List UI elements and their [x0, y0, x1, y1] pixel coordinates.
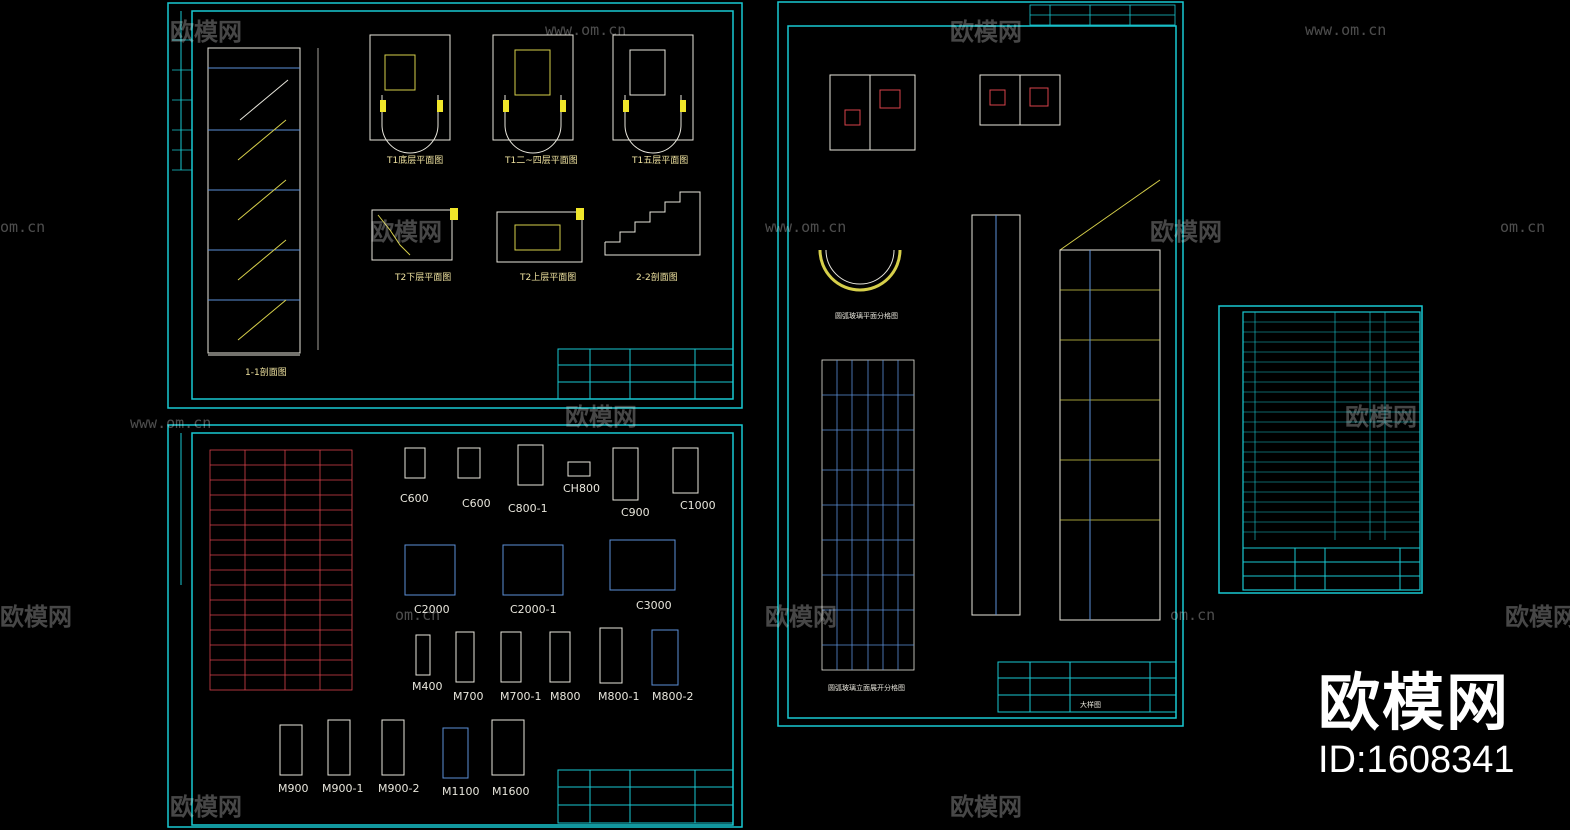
watermark-9: 欧模网 [170, 793, 242, 821]
window-elevations [404, 444, 699, 596]
door-label-6: M800-2 [652, 690, 693, 703]
wall-sections [971, 179, 1161, 621]
watermark-8: 欧模网 [765, 603, 837, 631]
arc-glass-plan [818, 249, 902, 292]
stair-plan-t1 [369, 34, 694, 154]
plan-title-6: 2-2剖面图 [636, 271, 678, 283]
title-block-2 [557, 769, 734, 824]
door-label-1: M400 [412, 680, 443, 693]
sheet-details: 圆弧玻璃平面分格图 圆弧玻璃立面展开分格图 [777, 1, 1184, 727]
sheet-index [1218, 305, 1423, 594]
glass-elevation-title: 圆弧玻璃立面展开分格图 [828, 683, 905, 692]
watermarks: 欧模网 欧模网 欧模网 欧模网 欧模网 欧模网 欧模网 欧模网 欧模网 欧模网 … [0, 18, 1570, 821]
watermark-url-1: www.om.cn [545, 21, 626, 39]
plan-title-2: T1二~四层平面图 [504, 155, 578, 166]
watermark-2: 欧模网 [950, 18, 1022, 46]
brand-overlay: 欧模网 ID:1608341 [1318, 668, 1538, 782]
door-label-8: M900-1 [322, 782, 363, 795]
door-elevations [279, 627, 679, 779]
window-label-3: C800-1 [508, 502, 548, 515]
window-label-4: CH800 [563, 482, 600, 495]
watermark-1: 欧模网 [170, 18, 242, 46]
title-block-3 [997, 661, 1177, 713]
section-1-1-title: 1-1剖面图 [245, 366, 287, 378]
watermark-url-3: om.cn [0, 218, 45, 236]
sheet-doors-windows: C600 C600 C800-1 CH800 C900 C1000 C2000 … [167, 424, 743, 828]
window-label-7: C2000 [414, 603, 450, 616]
door-label-4: M800 [550, 690, 581, 703]
detail-label: 大样图 [1080, 700, 1101, 709]
watermark-url-2: www.om.cn [1305, 21, 1386, 39]
bathroom-plans [829, 74, 1061, 151]
watermark-3: 欧模网 [370, 218, 442, 246]
door-label-5: M800-1 [598, 690, 639, 703]
window-label-9: C3000 [636, 599, 672, 612]
watermark-url-7: om.cn [395, 606, 440, 624]
door-label-7: M900 [278, 782, 309, 795]
door-label-3: M700-1 [500, 690, 541, 703]
window-label-5: C900 [621, 506, 650, 519]
stair-section-1-1: 1-1剖面图 [207, 47, 319, 378]
watermark-url-8: om.cn [1170, 606, 1215, 624]
watermark-5: 欧模网 [565, 403, 637, 431]
glass-elevation-grid [821, 359, 915, 671]
plan-title-5: T2上层平面图 [519, 272, 576, 283]
watermark-11: 欧模网 [1505, 603, 1570, 631]
arc-plan-title: 圆弧玻璃平面分格图 [835, 311, 898, 320]
door-label-11: M1600 [492, 785, 530, 798]
plan-title-4: T2下层平面图 [394, 272, 451, 283]
door-label-9: M900-2 [378, 782, 419, 795]
watermark-7: 欧模网 [0, 603, 72, 631]
door-label-10: M1100 [442, 785, 480, 798]
plan-title-3: T1五层平面图 [631, 155, 688, 166]
title-block-1 [557, 348, 734, 400]
plan-title-1: T1底层平面图 [386, 154, 443, 166]
brand-name: 欧模网 [1318, 666, 1511, 739]
window-label-8: C2000-1 [510, 603, 557, 616]
watermark-url-6: www.om.cn [130, 414, 211, 432]
door-label-2: M700 [453, 690, 484, 703]
watermark-10: 欧模网 [950, 793, 1022, 821]
stair-plan-t2 [371, 191, 701, 263]
window-label-6: C1000 [680, 499, 716, 512]
sheet-stair: 1-1剖面图 T1底层平面图 T1二~四层平面图 T1五层平面图 [167, 2, 743, 409]
brand-id: ID:1608341 [1318, 739, 1515, 781]
door-window-schedule [209, 449, 353, 691]
watermark-url-4: www.om.cn [765, 218, 846, 236]
watermark-url-5: om.cn [1500, 218, 1545, 236]
watermark-4: 欧模网 [1150, 218, 1222, 246]
watermark-6: 欧模网 [1345, 403, 1417, 431]
window-label-2: C600 [462, 497, 491, 510]
window-label-1: C600 [400, 492, 429, 505]
